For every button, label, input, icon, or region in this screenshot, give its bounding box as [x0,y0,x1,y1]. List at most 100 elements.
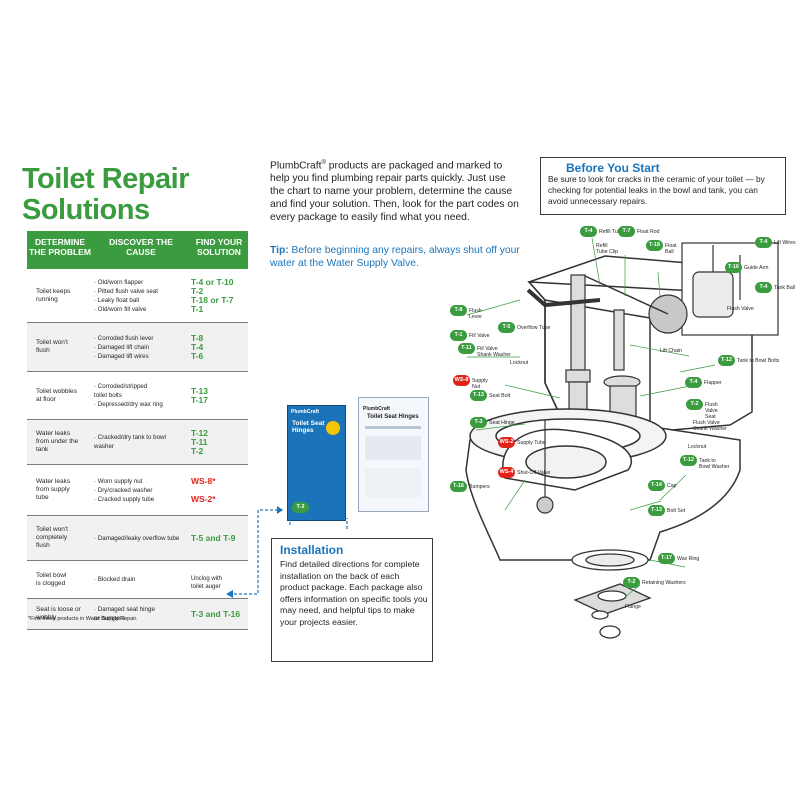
fill-valve [565,274,591,413]
cause-item: Corroded flush lever [94,334,189,343]
tip-paragraph: Tip: Before beginning any repairs, alway… [270,244,520,270]
leader-lines [466,237,716,598]
part-label: Fill Valve [469,333,490,339]
solution-item: T-5 and T-9 [191,532,236,543]
seal-icon [326,421,340,435]
problem-cell: Water leaks from under the tank [36,430,79,453]
solution-item: T-18 or T-7 [191,294,234,305]
cause-item: Worn supply nut [94,477,189,486]
part-code-badge: WS-4 [498,467,515,478]
solution-item: Unclog with toilet auger [191,576,223,590]
cause-item: Damaged/leaky overflow tube [94,534,189,543]
part-label: Tank Ball [774,285,796,291]
header-solution: FIND YOUR SOLUTION [195,237,243,257]
cause-item: Damaged lift wires [94,352,189,361]
solution-item: T-8 [191,332,204,343]
flange-parts [571,549,652,639]
cause-cell: Worn supply nutDry/cracked washerCracked… [94,477,189,504]
footnote: *Find these products in Water Supply Rep… [28,616,138,622]
flush-lever [526,288,601,308]
table-row: Water leaks from supply tubeWorn supply … [27,465,248,516]
part-label: Shut-Off Valve [517,470,551,476]
part-code-badge: WS-8 [453,375,470,386]
part-code-badge: T-13 [470,390,487,401]
solution-cell: T-5 and T-9 [191,532,249,543]
part-label: Seat Bolt [489,393,511,399]
supply-line [536,420,554,514]
part-label: Retaining Washers [642,580,686,586]
problem-cell: Toilet bowl is clogged [36,571,67,587]
tip-label: Tip: [270,245,289,256]
package-front-title: Toilet Seat Hinges [292,420,325,434]
part-code-badge: T-16 [725,262,742,273]
part-label: Flush Valve [727,306,754,312]
part-label: Supply Nut [472,378,488,390]
cause-item: Damaged seat hinge or bumpers [94,605,189,623]
cause-item: Corroded/stripped toilet bolts [94,382,189,400]
solution-item: T-13 [191,385,209,396]
part-code-badge: T-16 [450,481,467,492]
part-label: Flapper [704,380,722,386]
part-code-badge: T-5 [498,322,515,333]
cause-cell: Old/worn flapperPitted flush valve seatL… [94,278,189,314]
part-code-badge: T-12 [718,355,735,366]
part-code-badge: T-4 [755,282,772,293]
cause-cell: Corroded/stripped toilet boltsDepressed/… [94,382,189,409]
installation-box: Installation Find detailed directions fo… [271,538,433,662]
solution-item: T-4 or T-10 [191,276,234,287]
part-label: Flush Valve Seat [705,402,718,420]
part-label: Flush Valve Shank Washer [693,420,727,432]
part-label: Float Ball [665,243,677,255]
intro-paragraph: PlumbCraft® products are packaged and ma… [270,157,520,224]
cause-item: Old/worn flapper [94,278,189,287]
package-back-title: Toilet Seat Hinges [367,414,419,420]
table-body: Toilet keeps runningOld/worn flapperPitt… [27,269,248,630]
title-line-1: Toilet Repair [22,163,190,195]
part-code-badge: T-14 [648,480,665,491]
cause-item: Old/worn fill valve [94,305,189,314]
part-code-badge: T-17 [658,553,675,564]
problem-cell: Toilet won't completely flush [36,526,68,549]
cause-item: Blocked drain [94,575,189,584]
cause-cell: Blocked drain [94,575,189,584]
header-cause: DISCOVER THE CAUSE [109,237,173,257]
part-code-badge: T-4 [755,237,772,248]
cause-cell: Damaged/leaky overflow tube [94,534,189,543]
solution-cell: Unclog with toilet auger [191,575,249,591]
solution-item: T-11 [191,436,208,447]
part-label: Guide Arm [744,265,769,271]
intro-text: products are packaged and marked to help… [270,160,519,224]
cause-item: Leaky float ball [94,296,189,305]
package-instructions [365,468,421,498]
problem-cell: Seat is loose or wobbly [36,606,81,621]
table-row: Toilet wobbles at floorCorroded/stripped… [27,372,248,420]
part-code-badge: T-3 [470,417,487,428]
solution-item: T-4 [191,341,204,352]
table-row: Seat is loose or wobbly Damaged seat hing… [27,599,248,630]
part-code-badge: T-2 [623,577,640,588]
solution-item: T-12 [191,427,209,438]
part-label: Tank to Bowl Bolts [737,358,780,364]
solution-item: T-17 [191,394,209,405]
before-you-start-title: Before You Start [566,161,660,175]
page-title: Toilet Repair Solutions [22,164,262,226]
part-label: Tank to Bowl Washer [699,458,730,470]
arrow-left-icon [226,590,233,598]
part-label: Flange [625,604,641,610]
problem-cell: Toilet won't flush [36,339,68,354]
part-label: Lift Chain [660,348,682,354]
solution-item: T-2 [191,445,204,456]
tip-text: Before beginning any repairs, always shu… [270,245,520,269]
part-code-badge: T-7 [618,226,635,237]
part-label: Lift Wires [774,240,796,246]
solution-item: WS-8* [191,475,216,486]
part-code-badge: T-1 [450,330,467,341]
part-code-badge: T-11 [458,343,475,354]
cause-item: Damaged lift chain [94,343,189,352]
part-label: Fill Valve Shank Washer [477,346,511,358]
repair-chart-table: DETERMINE THE PROBLEM DISCOVER THE CAUSE… [27,231,248,630]
float-rod [584,275,669,315]
table-header: DETERMINE THE PROBLEM DISCOVER THE CAUSE… [27,231,248,269]
